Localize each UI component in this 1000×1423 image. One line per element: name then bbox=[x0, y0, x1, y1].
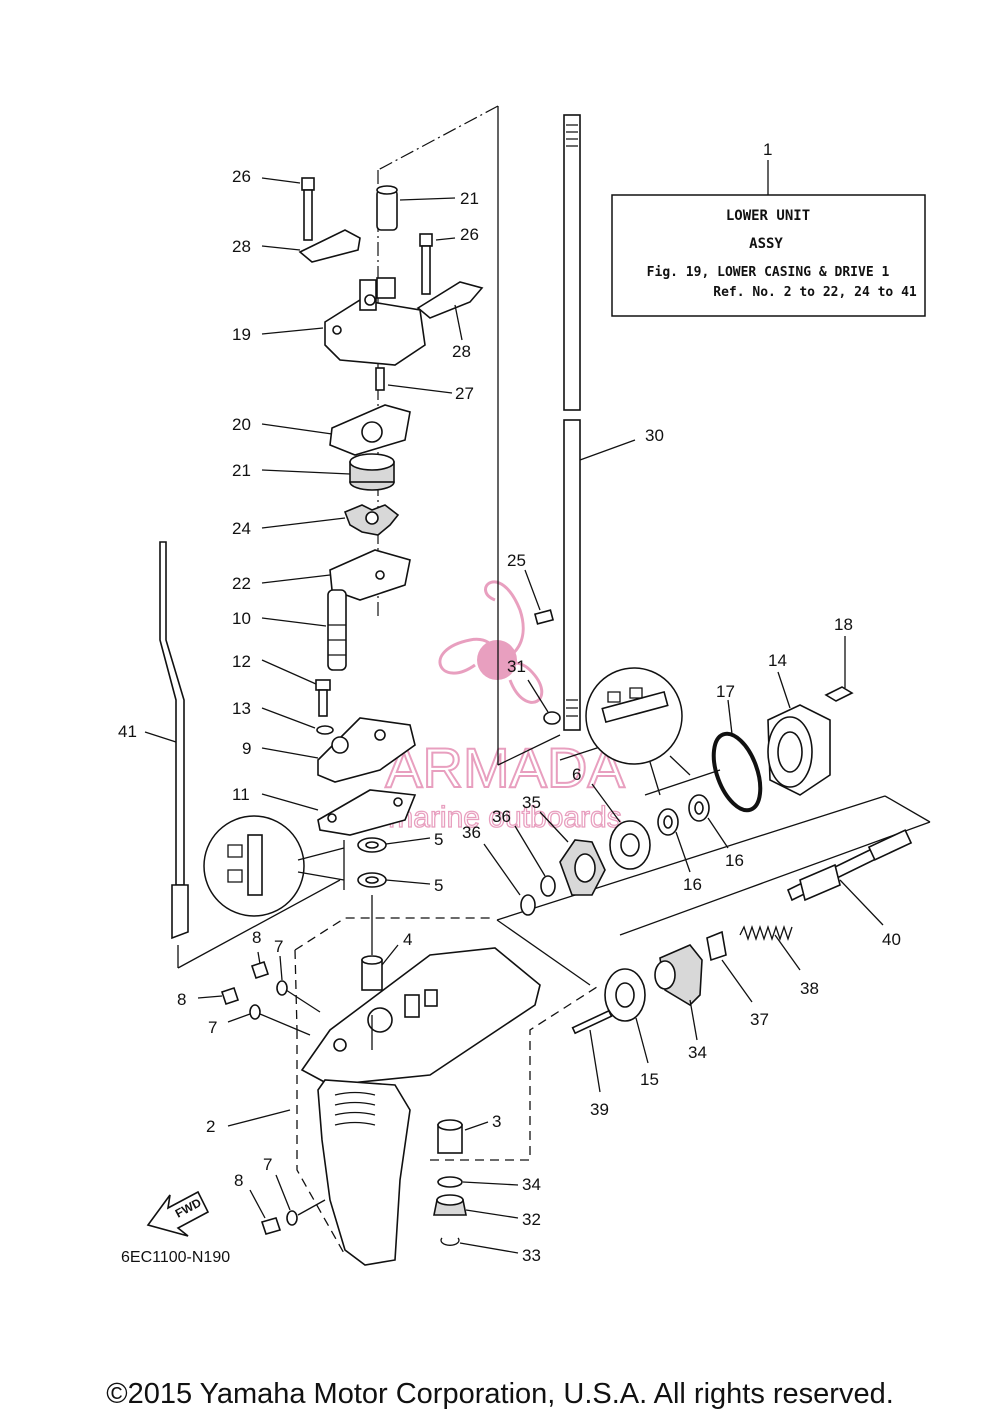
callout-38: 38 bbox=[800, 979, 819, 998]
lower-pump-parts: 12 13 9 11 bbox=[232, 652, 417, 836]
lower-casing: 2 bbox=[206, 917, 601, 1266]
callout-37: 37 bbox=[750, 1010, 769, 1029]
callout-39: 39 bbox=[590, 1100, 609, 1119]
callout-7a: 7 bbox=[274, 937, 283, 956]
callout-18: 18 bbox=[834, 615, 853, 634]
callout-33: 34 bbox=[522, 1175, 541, 1194]
callout-13: 13 bbox=[232, 699, 251, 718]
callout-27: 27 bbox=[455, 384, 474, 403]
callout-28a: 28 bbox=[232, 237, 251, 256]
callout-11: 11 bbox=[232, 785, 250, 804]
callout-25: 25 bbox=[507, 551, 526, 570]
callout-22: 22 bbox=[232, 574, 251, 593]
callout-23: 21 bbox=[460, 189, 479, 208]
callout-35: 35 bbox=[522, 793, 541, 812]
seals-bushing: 5 5 4 bbox=[343, 830, 443, 991]
seal-detail-right bbox=[585, 667, 691, 796]
callout-5a: 5 bbox=[434, 830, 443, 849]
callout-2: 2 bbox=[206, 1117, 215, 1136]
callout-1: 1 bbox=[763, 140, 772, 159]
watermark: ARMADA marine outboards bbox=[384, 580, 626, 835]
callout-34: 34 bbox=[688, 1043, 707, 1062]
fwd-arrow: FWD bbox=[146, 1190, 210, 1237]
driveshaft: 30 bbox=[563, 114, 664, 731]
callout-31: 32 bbox=[522, 1210, 541, 1229]
water-pump-parts: 26 28 21 26 28 19 27 20 bbox=[232, 167, 484, 671]
propshaft-housing: 17 14 18 bbox=[711, 615, 854, 813]
callout-15: 15 bbox=[640, 1070, 659, 1089]
callout-28b: 28 bbox=[452, 342, 471, 361]
callout-40: 40 bbox=[882, 930, 901, 949]
callout-4: 4 bbox=[403, 930, 412, 949]
callout-8b: 8 bbox=[177, 990, 186, 1009]
callout-8a: 8 bbox=[252, 928, 261, 947]
callout-20: 20 bbox=[232, 415, 251, 434]
watermark-propeller-icon bbox=[438, 580, 544, 704]
diagram-code: 6EC1100-N190 bbox=[121, 1249, 230, 1266]
callout-19: 19 bbox=[232, 325, 251, 344]
callout-17: 17 bbox=[716, 682, 735, 701]
callout-9: 9 bbox=[242, 739, 251, 758]
box-line-1: LOWER UNIT bbox=[726, 208, 810, 224]
box-line-3: Fig. 19, LOWER CASING & DRIVE 1 bbox=[647, 265, 890, 280]
callout-36a: 36 bbox=[492, 807, 511, 826]
callout-5b: 5 bbox=[434, 876, 443, 895]
callout-7c: 7 bbox=[263, 1155, 272, 1174]
pinion-parts: 3 34 32 33 bbox=[433, 1112, 541, 1265]
callout-10: 10 bbox=[232, 609, 251, 628]
callout-16a: 16 bbox=[683, 875, 702, 894]
copyright-notice: ©2015 Yamaha Motor Corporation, U.S.A. A… bbox=[106, 1378, 894, 1410]
callout-14: 14 bbox=[768, 651, 787, 670]
callout-41: 41 bbox=[118, 722, 137, 741]
forward-gear-parts: 15 34 37 38 39 40 bbox=[571, 829, 913, 1119]
callout-3: 3 bbox=[492, 1112, 501, 1131]
callout-6: 6 bbox=[572, 765, 581, 784]
drain-plugs: 8 7 8 7 8 7 bbox=[177, 928, 326, 1235]
callout-26a: 26 bbox=[232, 167, 251, 186]
box-line-2: ASSY bbox=[749, 236, 783, 252]
watermark-tagline: marine outboards bbox=[388, 801, 621, 834]
callout-12: 12 bbox=[232, 652, 251, 671]
drive-pins: 25 31 bbox=[507, 551, 561, 725]
reference-box: 1 LOWER UNIT ASSY Fig. 19, LOWER CASING … bbox=[611, 140, 926, 317]
callout-21: 21 bbox=[232, 461, 251, 480]
callout-30: 31 bbox=[507, 657, 526, 676]
callout-29: 30 bbox=[645, 426, 664, 445]
seal-detail-left bbox=[203, 815, 345, 917]
callout-16b: 16 bbox=[725, 851, 744, 870]
box-line-4: Ref. No. 2 to 22, 24 to 41 bbox=[713, 285, 917, 300]
callout-36b: 36 bbox=[462, 823, 481, 842]
watermark-brand: ARMADA bbox=[385, 736, 625, 799]
callout-7b: 7 bbox=[208, 1018, 217, 1037]
callout-8c: 8 bbox=[234, 1171, 243, 1190]
shift-rod: 41 bbox=[118, 541, 189, 940]
callout-24: 24 bbox=[232, 519, 251, 538]
reverse-gear-parts: 6 35 36 36 16 16 bbox=[462, 765, 744, 916]
callout-26b: 26 bbox=[460, 225, 479, 244]
callout-32: 33 bbox=[522, 1246, 541, 1265]
